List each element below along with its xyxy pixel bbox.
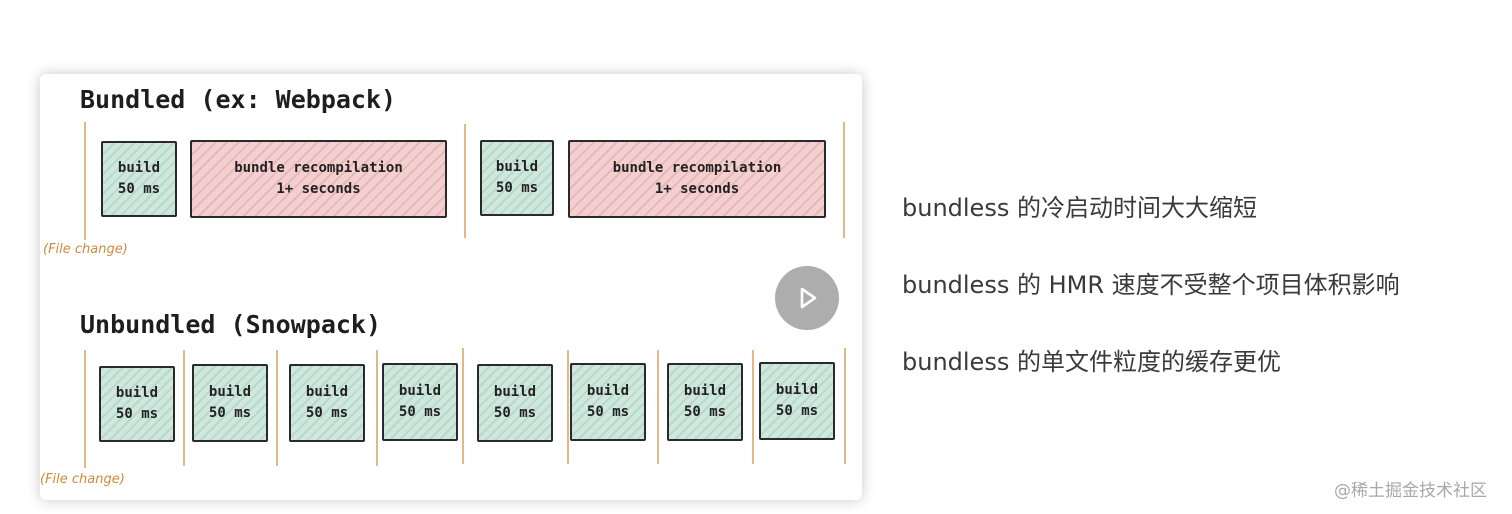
- block-time: 50 ms: [495, 180, 539, 196]
- block-time: 50 ms: [586, 404, 630, 420]
- build-block: build 50 ms: [759, 362, 835, 440]
- build-block: build 50 ms: [477, 364, 553, 442]
- timeline-tick: [844, 348, 846, 464]
- bullet-text: bundless 的冷启动时间大大缩短: [902, 194, 1257, 222]
- timeline-tick: [843, 122, 845, 238]
- block-label: build: [208, 384, 252, 400]
- block-label: build: [398, 383, 442, 399]
- timeline-tick: [752, 350, 754, 464]
- block-time: 50 ms: [305, 405, 349, 421]
- block-time: 1+ seconds: [654, 181, 740, 197]
- build-block: build 50 ms: [289, 364, 365, 442]
- timeline-tick: [462, 348, 464, 464]
- block-label: build: [117, 160, 161, 176]
- recompile-block: bundle recompilation 1+ seconds: [568, 140, 826, 218]
- block-time: 50 ms: [117, 181, 161, 197]
- bullet-text: bundless 的 HMR 速度不受整个项目体积影响: [902, 271, 1400, 299]
- timeline-tick: [567, 350, 569, 464]
- play-icon: [800, 287, 817, 309]
- timeline-tick: [376, 350, 378, 466]
- block-label: bundle recompilation: [612, 160, 782, 176]
- block-label: bundle recompilation: [234, 160, 403, 176]
- block-label: build: [493, 384, 537, 400]
- block-label: build: [305, 384, 349, 400]
- file-change-label: (File change): [40, 472, 125, 487]
- block-time: 50 ms: [775, 403, 819, 419]
- bundled-heading: Bundled (ex: Webpack): [80, 85, 397, 114]
- timeline-tick: [183, 350, 185, 466]
- build-block: build 50 ms: [667, 363, 743, 441]
- file-change-label: (File change): [43, 242, 128, 257]
- watermark: @稀土掘金技术社区: [1334, 481, 1487, 501]
- timeline-tick: [464, 124, 466, 238]
- block-time: 50 ms: [208, 405, 252, 421]
- block-time: 50 ms: [398, 404, 442, 420]
- timeline-tick: [276, 350, 278, 466]
- build-block: build 50 ms: [101, 141, 177, 217]
- block-time: 50 ms: [115, 406, 159, 422]
- timeline-tick: [84, 350, 86, 468]
- diagram-card: Bundled (ex: Webpack) build 50 ms bundle…: [40, 74, 862, 500]
- build-block: build 50 ms: [480, 140, 554, 216]
- block-label: build: [115, 385, 159, 401]
- unbundled-heading: Unbundled (Snowpack): [80, 310, 382, 339]
- block-label: build: [775, 382, 819, 398]
- block-label: build: [586, 383, 630, 399]
- timeline-tick: [84, 122, 86, 240]
- build-block: build 50 ms: [192, 364, 268, 442]
- block-time: 1+ seconds: [276, 181, 361, 197]
- timeline-tick: [657, 350, 659, 464]
- bullet-text: bundless 的单文件粒度的缓存更优: [902, 348, 1281, 376]
- block-label: build: [495, 159, 539, 175]
- play-button[interactable]: [775, 266, 839, 330]
- build-block: build 50 ms: [99, 366, 175, 442]
- block-time: 50 ms: [683, 404, 727, 420]
- block-label: build: [683, 383, 727, 399]
- recompile-block: bundle recompilation 1+ seconds: [190, 140, 447, 218]
- build-block: build 50 ms: [382, 363, 458, 441]
- block-time: 50 ms: [493, 405, 537, 421]
- build-block: build 50 ms: [570, 363, 646, 441]
